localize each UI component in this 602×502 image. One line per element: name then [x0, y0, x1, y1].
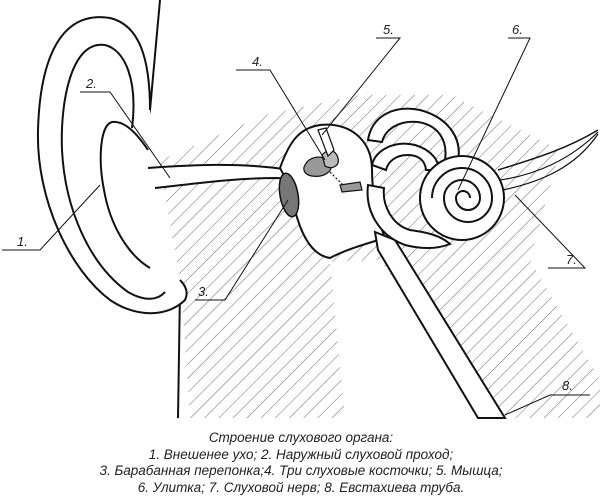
- auditory-nerve: [497, 129, 599, 191]
- caption-line: 1. Внешенее ухо; 2. Наружный слуховой пр…: [148, 446, 454, 462]
- label-4: 4.: [252, 54, 263, 69]
- ossicles: [303, 150, 363, 193]
- label-1: 1.: [17, 234, 28, 249]
- caption-title: Строение слухового органа:: [208, 430, 394, 445]
- caption-line: 3. Барабанная перепонка;4. Три слуховые …: [99, 463, 503, 478]
- label-7: 7.: [566, 252, 577, 267]
- leader-lines: [2, 37, 590, 416]
- label-3: 3.: [198, 284, 209, 299]
- ear-structure-diagram: 1. 2. 3. 4. 5. 6. 7. 8.: [2, 0, 600, 419]
- label-2: 2.: [85, 76, 97, 91]
- label-8: 8.: [562, 378, 573, 393]
- diagram-caption: Строение слухового органа: 1. Внешенее у…: [0, 430, 602, 496]
- outer-ear: [36, 16, 188, 315]
- label-5: 5.: [383, 22, 394, 37]
- caption-line: 6. Улитка; 7. Слуховой нерв; 8. Евстахие…: [137, 479, 465, 495]
- inner-ear: [366, 107, 505, 249]
- label-6: 6.: [512, 22, 523, 37]
